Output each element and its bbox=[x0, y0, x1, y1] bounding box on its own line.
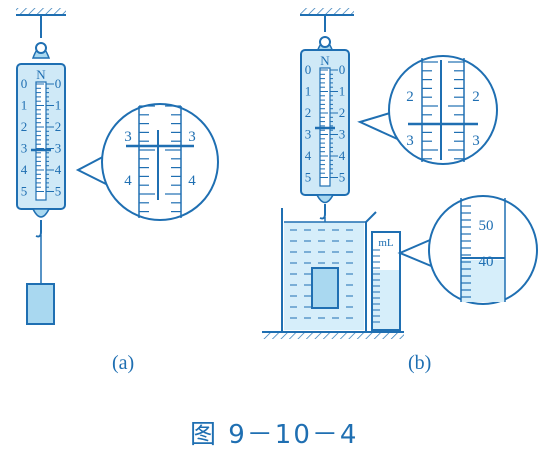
zoom-b-label-top-right: 2 bbox=[472, 89, 480, 105]
scale-number-right: 4 bbox=[55, 162, 62, 177]
zoom-a-label-bottom-left: 4 bbox=[124, 173, 132, 189]
caption-b: (b) bbox=[408, 352, 432, 374]
scale-number-left: 4 bbox=[21, 162, 28, 177]
ground-b bbox=[262, 331, 404, 339]
submerged-block bbox=[311, 267, 339, 309]
scale-number-right: 5 bbox=[339, 170, 346, 185]
zoom-callout-b-scale: 2 2 3 3 bbox=[357, 55, 498, 165]
zoom-callout-b-cylinder: 50 40 bbox=[397, 195, 538, 305]
zoom-a-label-top-right: 3 bbox=[188, 129, 196, 145]
zoom-a-label-bottom-right: 4 bbox=[188, 173, 196, 189]
scale-number-right: 0 bbox=[55, 76, 62, 91]
graduated-cylinder-icon: mL bbox=[371, 231, 401, 331]
figure-caption: 图 9－10－4 bbox=[190, 420, 359, 450]
scale-number-right: 1 bbox=[339, 84, 346, 99]
cylinder-zoom-label-top: 50 bbox=[479, 218, 494, 234]
scale-number-left: 2 bbox=[21, 119, 28, 134]
zoom-b-label-bottom-right: 3 bbox=[472, 133, 480, 149]
scale-number-right: 5 bbox=[55, 184, 62, 199]
cylinder-unit: mL bbox=[378, 237, 394, 249]
scale-number-left: 1 bbox=[21, 98, 28, 113]
scale-number-left: 4 bbox=[305, 148, 312, 163]
scale-number-left: 0 bbox=[305, 62, 312, 77]
scale-number-right: 0 bbox=[339, 62, 346, 77]
scale-number-left: 5 bbox=[21, 184, 28, 199]
scale-number-left: 3 bbox=[305, 127, 312, 142]
figure-a: N 0 1 2 3 4 5 0 1 2 3 4 5 3 3 4 4 bbox=[16, 8, 219, 325]
ceiling-a bbox=[16, 8, 66, 16]
scale-number-left: 5 bbox=[305, 170, 312, 185]
zoom-b-label-bottom-left: 3 bbox=[406, 133, 414, 149]
scale-number-left: 0 bbox=[21, 76, 28, 91]
scale-number-right: 3 bbox=[55, 141, 62, 156]
zoom-b-label-top-left: 2 bbox=[406, 89, 414, 105]
spring-scale-icon: N 0 1 2 3 4 5 0 1 2 3 4 5 bbox=[300, 49, 350, 196]
unit-label-a: N bbox=[36, 67, 46, 82]
weight-block-icon bbox=[26, 283, 55, 325]
caption-a: (a) bbox=[112, 352, 135, 374]
scale-number-left: 3 bbox=[21, 141, 28, 156]
scale-number-right: 4 bbox=[339, 148, 346, 163]
scale-number-right: 2 bbox=[55, 119, 62, 134]
scale-number-right: 2 bbox=[339, 105, 346, 120]
unit-label-b: N bbox=[320, 53, 330, 68]
zoom-callout-a: 3 3 4 4 bbox=[75, 103, 219, 221]
beaker-icon bbox=[281, 208, 377, 333]
spring-scale-icon: N 0 1 2 3 4 5 0 1 2 3 4 5 bbox=[16, 63, 66, 210]
ceiling-b bbox=[300, 8, 354, 16]
scale-number-right: 1 bbox=[55, 98, 62, 113]
zoom-a-label-top-left: 3 bbox=[124, 129, 132, 145]
scale-number-left: 2 bbox=[305, 105, 312, 120]
figure-b: N 0 1 2 3 4 5 0 1 2 3 4 5 mL bbox=[262, 8, 538, 339]
cylinder-zoom-label-bottom: 40 bbox=[479, 254, 494, 270]
scale-number-right: 3 bbox=[339, 127, 346, 142]
scale-number-left: 1 bbox=[305, 84, 312, 99]
